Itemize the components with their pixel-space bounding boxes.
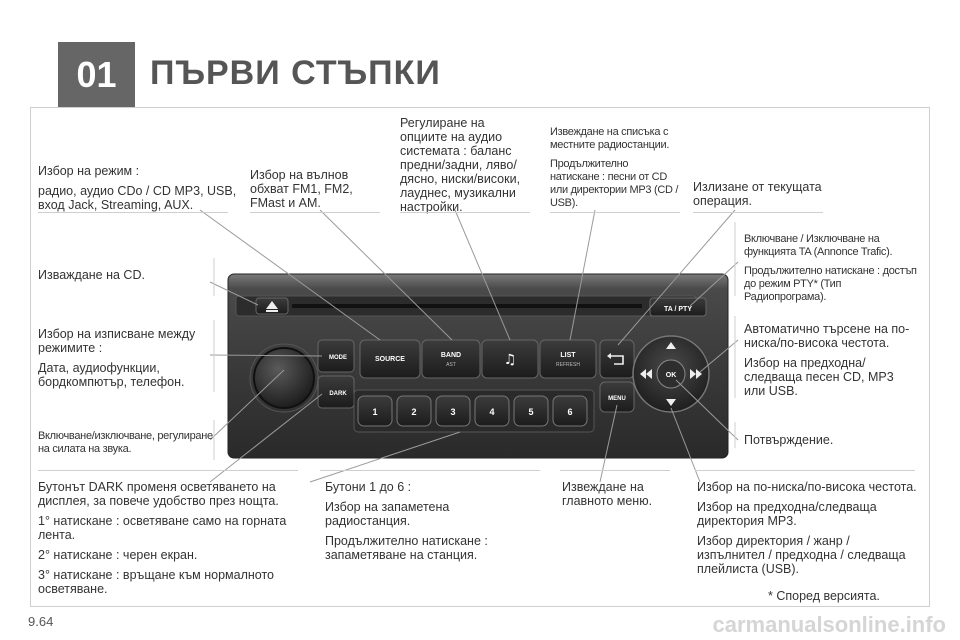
ta-pty-label-text: Включване / Изключване на функцията TA (… xyxy=(744,233,917,303)
display-mode-label: Избор на изписване между режимите : Дата… xyxy=(38,327,196,389)
main-menu-label: Извеждане на главното меню. xyxy=(562,480,653,508)
divider-presets xyxy=(320,470,540,471)
divider-audio xyxy=(400,212,530,213)
exit-operation-label: Излизане от текущата операция. xyxy=(693,180,822,208)
eject-cd-label: Изваждане на CD. xyxy=(38,268,145,282)
divider-dark xyxy=(38,470,298,471)
footnote: * Според версията. xyxy=(768,589,880,603)
divider-station-list xyxy=(550,212,680,213)
dark-button-label: Бутонът DARK променя осветяването на дис… xyxy=(38,480,287,596)
divider-menu xyxy=(560,470,670,471)
page-title: ПЪРВИ СТЪПКИ xyxy=(150,54,441,92)
audio-options-label: Регулиране на опциите на аудио системата… xyxy=(400,116,521,214)
confirm-label: Потвърждение. xyxy=(744,433,834,447)
mode-select-label: Избор на режим : радио, аудио CDo / CD M… xyxy=(38,164,237,212)
watermark: carmanualsonline.info xyxy=(712,612,947,637)
chapter-tab: 01 xyxy=(58,42,135,108)
auto-search-label: Автоматично търсене на по- ниска/по-висо… xyxy=(744,322,910,398)
page-number: 9.64 xyxy=(28,614,54,629)
power-volume-label: Включване/изключване, регулиране на сила… xyxy=(38,430,213,455)
divider-frequency xyxy=(695,470,915,471)
divider-mode xyxy=(38,212,228,213)
preset-buttons-label: Бутони 1 до 6 : Избор на запаметена ради… xyxy=(325,480,488,562)
divider-waveband xyxy=(250,212,380,213)
waveband-label: Избор на вълнов обхват FM1, FM2, FMast и… xyxy=(250,168,353,210)
divider-exit xyxy=(693,212,823,213)
frequency-select-label: Избор на по-ниска/по-висока честота. Изб… xyxy=(697,480,917,576)
station-list-label: Извеждане на списъка с местните радиоста… xyxy=(550,126,679,209)
